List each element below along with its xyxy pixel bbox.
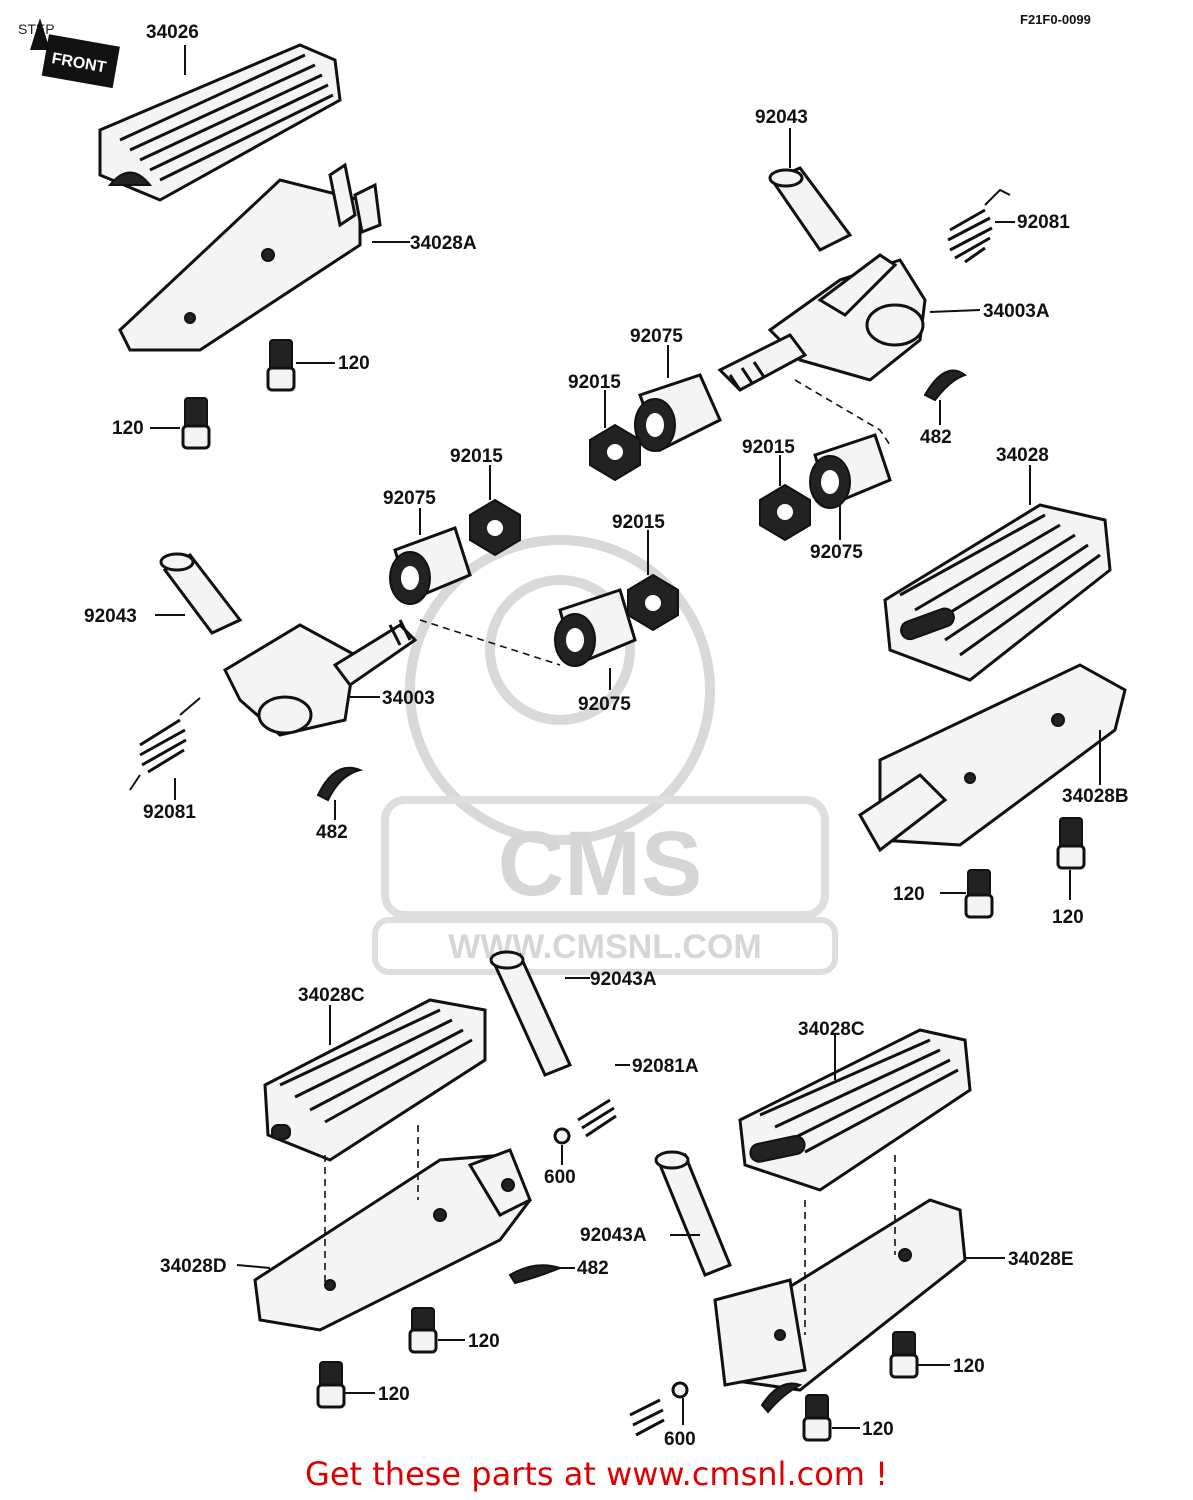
front-indicator: FRONT [30, 18, 120, 89]
label-34028A: 34028A [410, 233, 477, 254]
label-92075-top: 92075 [630, 326, 683, 347]
label-120-c: 120 [893, 884, 925, 905]
label-34003A: 34003A [983, 301, 1050, 322]
label-482-b: 482 [577, 1258, 609, 1279]
collar-92075-top [634, 373, 722, 453]
footpeg-holder-34003 [223, 619, 418, 737]
label-600-b: 600 [664, 1429, 696, 1450]
pin-92043A-b [654, 1150, 732, 1277]
bolt-120-c [1056, 817, 1086, 870]
bolt-120-e [408, 1307, 438, 1354]
nut-92015-b [759, 483, 811, 542]
label-92043A-b: 92043A [580, 1225, 647, 1246]
label-482-top: 482 [920, 427, 952, 448]
watermark-badge [381, 796, 829, 919]
label-34028B: 34028B [1062, 786, 1129, 807]
bolt-120-a [266, 339, 296, 392]
label-34028: 34028 [996, 445, 1049, 466]
label-120-g: 120 [953, 1356, 985, 1377]
collar-92075-c [554, 588, 637, 668]
label-120-b: 120 [112, 418, 144, 439]
label-92081-top: 92081 [1017, 212, 1070, 233]
circlip-482-b [508, 1264, 563, 1285]
label-34028E: 34028E [1008, 1249, 1074, 1270]
bolt-120-g [889, 1331, 919, 1379]
step-rubber-34028C-right [738, 1028, 972, 1192]
label-92043A-top: 92043A [590, 969, 657, 990]
label-120-h: 120 [862, 1419, 894, 1440]
watermark-logo-head [485, 575, 635, 725]
ball-600-a [553, 1127, 571, 1145]
label-92075-c: 92075 [578, 694, 631, 715]
nut-92015-top [589, 423, 641, 482]
spring-92081-top [947, 188, 1011, 264]
ball-600-b [671, 1381, 689, 1399]
label-34028C-left: 34028C [298, 985, 365, 1006]
step-rubber-34028C-left [263, 998, 487, 1162]
spring-lower-left [629, 1398, 665, 1437]
spring-92081A [577, 1098, 617, 1138]
pin-92043A-top [489, 950, 573, 1077]
bolt-120-h [802, 1394, 832, 1442]
step-rubber-34026 [98, 43, 342, 202]
step-bracket-34028A [118, 162, 382, 352]
label-92015-top: 92015 [568, 372, 621, 393]
label-92015-mid: 92015 [450, 446, 503, 467]
watermark: CMS WWW.CMSNL.COM [372, 535, 838, 975]
label-92075-mid: 92075 [383, 488, 436, 509]
label-92015-b: 92015 [742, 437, 795, 458]
watermark-url-box [372, 917, 838, 975]
label-120-d: 120 [1052, 907, 1084, 928]
label-92043-top: 92043 [755, 107, 808, 128]
part-labels: 34026 34028A 120 120 92043 92081 34003A … [84, 22, 1129, 1450]
circlip-lower [760, 1382, 803, 1414]
collar-92075-mid [389, 526, 472, 605]
diagram-code: F21F0-0099 [1020, 12, 1091, 27]
step-bracket-34028B [858, 663, 1127, 853]
label-34028C-right: 34028C [798, 1019, 865, 1040]
label-600-a: 600 [544, 1167, 576, 1188]
label-92081A: 92081A [632, 1056, 699, 1077]
label-92075-b: 92075 [810, 542, 863, 563]
bolt-120-d [964, 869, 994, 919]
watermark-brand: CMS [498, 813, 702, 915]
circlip-482-left [316, 766, 364, 802]
collar-92075-b [809, 433, 892, 509]
bolt-120-f [316, 1361, 346, 1409]
pin-92043-top [768, 166, 853, 252]
label-482-left: 482 [316, 822, 348, 843]
step-bracket-34028E [713, 1198, 967, 1392]
nut-92015-c [627, 573, 679, 632]
label-92043-left: 92043 [84, 606, 137, 627]
label-120-e: 120 [468, 1331, 500, 1352]
label-34026: 34026 [146, 22, 199, 43]
alignment-lines-left [324, 1125, 419, 1285]
axis-line-top [794, 379, 891, 446]
nut-92015-mid [469, 498, 521, 557]
label-120-f: 120 [378, 1384, 410, 1405]
label-34028D: 34028D [160, 1256, 227, 1277]
footer-link-text[interactable]: Get these parts at www.cmsnl.com ! [305, 1455, 888, 1493]
bolt-120-b [181, 397, 211, 450]
pin-92043-left [159, 552, 243, 635]
alignment-lines-right [804, 1155, 896, 1335]
step-bracket-34028D [253, 1148, 532, 1332]
front-tag-box [41, 34, 120, 89]
label-92015-c: 92015 [612, 512, 665, 533]
label-34003: 34003 [382, 688, 435, 709]
axis-line-mid [419, 619, 561, 666]
circlip-482-top [923, 369, 968, 402]
leader-lines [150, 45, 1101, 1429]
label-120-a: 120 [338, 353, 370, 374]
spring-92081-left [129, 697, 201, 791]
label-92081-left: 92081 [143, 802, 196, 823]
front-arrow-icon [30, 18, 50, 50]
footpeg-holder-34003A [717, 253, 927, 392]
step-rubber-34028 [883, 503, 1112, 682]
section-title: STEP [18, 21, 55, 37]
watermark-logo-ring [405, 535, 715, 845]
